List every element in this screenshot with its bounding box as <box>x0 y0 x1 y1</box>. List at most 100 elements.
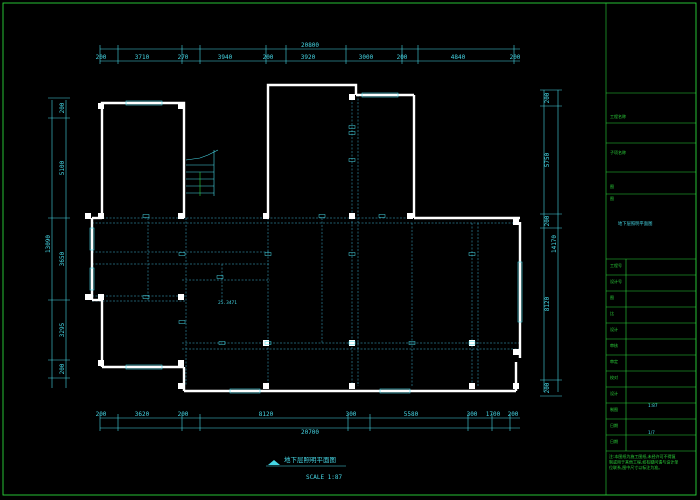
column <box>469 383 475 389</box>
column <box>513 383 519 389</box>
column <box>178 360 184 366</box>
title-block-note-line: 制或用于其他工程,如有疑问请与设计单 <box>609 459 678 465</box>
fixture-mark <box>378 214 386 218</box>
column <box>98 103 104 109</box>
title-block <box>605 3 696 495</box>
title-block-label: 设计 <box>610 326 618 332</box>
bottom-dim: 200 <box>96 411 107 418</box>
fixture-mark <box>468 252 476 256</box>
column <box>98 360 104 366</box>
title-block-label: 制图 <box>610 406 618 412</box>
fixture-mark <box>348 252 356 256</box>
top-dim: 200 <box>263 54 274 61</box>
title-block-label: 比 <box>610 310 614 316</box>
title-block-drawing-name: 地下层照明平面图 <box>618 220 652 227</box>
bottom-dim: 5580 <box>404 411 419 418</box>
bottom-dim: 200 <box>508 411 519 418</box>
left-dim: 200 <box>59 363 66 374</box>
fixture-mark <box>468 341 476 345</box>
column <box>513 219 519 225</box>
right-total-dim: 14170 <box>551 235 558 253</box>
bottom-dim: 300 <box>467 411 478 418</box>
title-block-label: 日期 <box>610 422 618 428</box>
column <box>349 94 355 100</box>
left-dim: 3650 <box>59 251 66 266</box>
fixture-mark <box>318 214 326 218</box>
bottom-dim: 1700 <box>486 411 501 418</box>
column <box>263 340 269 346</box>
left-dim: 3295 <box>59 322 66 337</box>
column <box>98 294 104 300</box>
top-total-dim: 20800 <box>301 42 319 49</box>
windows <box>89 92 523 394</box>
column <box>349 383 355 389</box>
title-block-sheet-no: 1/7 <box>648 430 655 436</box>
title-block-label: 图 <box>610 294 614 300</box>
column <box>85 294 91 300</box>
title-block-label: 设计号 <box>610 278 622 284</box>
bottom-dim: 300 <box>346 411 357 418</box>
top-dim: 3000 <box>359 54 374 61</box>
fixture-mark <box>348 158 356 162</box>
title-block-label: 日期 <box>610 438 618 444</box>
bottom-dim: 8120 <box>259 411 274 418</box>
title-block-label: 工程名称 <box>610 113 626 119</box>
column <box>98 213 104 219</box>
column <box>263 383 269 389</box>
right-dim: 200 <box>544 215 551 226</box>
fixture-mark <box>264 341 272 345</box>
column <box>349 340 355 346</box>
column <box>407 213 413 219</box>
column <box>178 383 184 389</box>
bottom-total-dim: 20700 <box>301 429 319 436</box>
fixture-mark <box>178 252 186 256</box>
fixture-tags <box>142 125 476 345</box>
bottom-dim: 3620 <box>135 411 150 418</box>
top-dim: 3940 <box>218 54 233 61</box>
column <box>178 103 184 109</box>
right-dim: 200 <box>544 92 551 103</box>
top-dim: 4840 <box>451 54 466 61</box>
left-dim: 200 <box>59 102 66 113</box>
fixture-mark <box>216 275 224 279</box>
title-block-label: 图 <box>610 195 614 201</box>
title-block-label: 设计 <box>610 390 618 396</box>
fixture-mark <box>348 131 356 135</box>
column <box>178 294 184 300</box>
bottom-dims: 200 3620 200 8120 300 5580 300 1700 200 <box>96 411 519 418</box>
fixture-mark <box>218 341 226 345</box>
title-block-label: 图 <box>610 183 614 189</box>
title-block-label: 校对 <box>610 374 618 380</box>
title-marker <box>268 460 280 465</box>
right-dim: 200 <box>544 382 551 393</box>
column <box>85 213 91 219</box>
bottom-dim: 200 <box>178 411 189 418</box>
fixture-mark <box>348 341 356 345</box>
column <box>349 213 355 219</box>
column <box>263 213 269 219</box>
room-label: 25.3471 <box>218 300 237 306</box>
plan-title: 地下层照明平面图 <box>284 455 336 464</box>
column <box>178 213 184 219</box>
plan-scale: SCALE 1:87 <box>306 474 343 481</box>
column <box>469 340 475 346</box>
title-block-note-line: 位联系,图中尺寸以标注为准。 <box>609 464 662 470</box>
fixture-mark <box>142 214 150 218</box>
top-dim: 3920 <box>301 54 316 61</box>
title-block-scale: 1:87 <box>648 403 658 409</box>
column <box>513 349 519 355</box>
dimension-lines <box>51 48 559 429</box>
fixture-mark <box>264 252 272 256</box>
top-dim: 200 <box>510 54 521 61</box>
left-total-dim: 13090 <box>45 235 52 253</box>
right-dim: 8120 <box>544 296 551 311</box>
top-dim: 200 <box>96 54 107 61</box>
walls <box>90 83 522 393</box>
fixture-mark <box>178 320 186 324</box>
